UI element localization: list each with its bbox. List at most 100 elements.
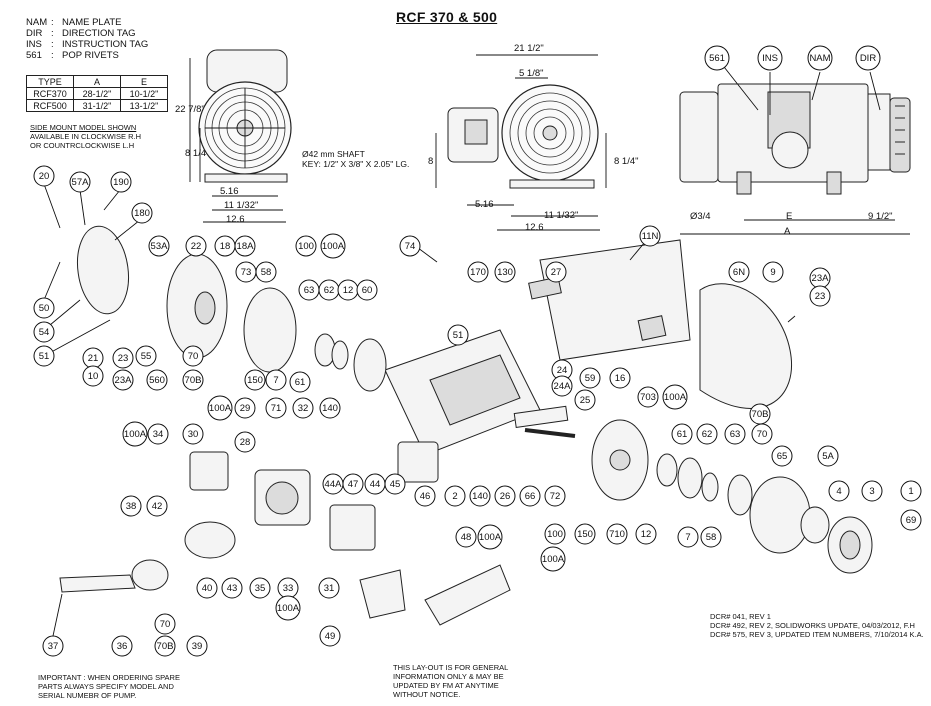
part-callout: 12 <box>337 279 359 301</box>
part-callout-label: 74 <box>405 241 416 252</box>
part-callout-label: 130 <box>497 267 513 278</box>
abbr-meaning: INSTRUCTION TAG <box>62 39 149 50</box>
part-callout: 25 <box>574 389 596 411</box>
part-callout-label: 46 <box>420 491 431 502</box>
layout-note: THIS LAY-OUT IS FOR GENERAL <box>393 663 509 672</box>
part-callout: 49 <box>319 625 341 647</box>
part-callout: 3 <box>861 480 883 502</box>
part-callout: 703 <box>637 386 659 408</box>
part-callout: 43 <box>221 577 243 599</box>
dim-e: E <box>786 211 793 222</box>
part-callout-label: 4 <box>836 486 841 497</box>
part-callout-label: 57A <box>72 177 90 188</box>
part-callout-label: 44 <box>370 479 381 490</box>
part-callout-label: 24A <box>554 381 572 392</box>
part-callout-label: 37 <box>48 641 59 652</box>
part-callout: 70 <box>154 613 176 635</box>
revision-note: DCR# 492, REV 2, SOLIDWORKS UPDATE, 04/0… <box>710 621 915 630</box>
part-callout-label: 27 <box>551 267 562 278</box>
part-callout-label: 69 <box>906 515 917 526</box>
part-callout: 20 <box>33 165 55 187</box>
dim-width-3b: 12.6 <box>525 222 544 233</box>
part-callout: 65 <box>771 445 793 467</box>
part-callout: 26 <box>494 485 516 507</box>
part-callout: 46 <box>414 485 436 507</box>
part-callout-label: 33 <box>283 583 294 594</box>
part-callout: 40 <box>196 577 218 599</box>
part-callout: 100A <box>122 421 148 447</box>
part-callout: 63 <box>298 279 320 301</box>
part-callout-label: 32 <box>298 403 309 414</box>
part-callout: 74 <box>399 235 421 257</box>
important-note: IMPORTANT : WHEN ORDERING SPARE <box>38 673 180 682</box>
part-callout-label: 34 <box>153 429 164 440</box>
part-callout: 58 <box>700 526 722 548</box>
part-callout: 61 <box>671 423 693 445</box>
table-cell: 31-1/2" <box>73 99 121 112</box>
type-dimension-table: TYPE A E RCF370 28-1/2" 10-1/2" RCF500 3… <box>26 75 168 112</box>
part-callout-label: 35 <box>255 583 266 594</box>
part-callout: 54 <box>33 321 55 343</box>
part-callout: 100A <box>662 384 688 410</box>
part-callout-label: 49 <box>325 631 336 642</box>
part-callout-label: 70B <box>157 641 174 652</box>
dim-right-height: 8 1/4" <box>614 156 639 167</box>
part-callout-label: 24 <box>557 365 568 376</box>
abbr-code: INS <box>26 39 42 50</box>
part-callout: 100 <box>544 523 566 545</box>
part-callout-label: 150 <box>247 375 263 386</box>
part-callout-label: 180 <box>134 208 150 219</box>
part-callout-label: 44A <box>325 479 343 490</box>
part-callout-label: 47 <box>348 479 359 490</box>
part-callout: 62 <box>696 423 718 445</box>
part-callout-label: 45 <box>390 479 401 490</box>
part-callout: 60 <box>356 279 378 301</box>
part-callout: 23A <box>112 369 134 391</box>
part-callout: 35 <box>249 577 271 599</box>
part-callout-label: 2 <box>452 491 457 502</box>
part-callout-label: 54 <box>39 327 50 338</box>
part-callout: 50 <box>33 297 55 319</box>
part-callout-label: 170 <box>470 267 486 278</box>
abbr-row: NAM <box>26 17 48 28</box>
part-callout: 73 <box>235 261 257 283</box>
side-view-callout: DIR <box>855 45 881 71</box>
part-callout-label: 58 <box>706 532 717 543</box>
part-callout-label: 36 <box>117 641 128 652</box>
part-callout: 70 <box>751 423 773 445</box>
part-callout: 560 <box>146 369 168 391</box>
dim-left-height: 8 <box>428 156 434 167</box>
abbr-sep: : <box>51 50 54 61</box>
part-callout-label: 100A <box>124 429 147 440</box>
part-callout-label: 31 <box>324 583 335 594</box>
part-callout-label: 70 <box>757 429 768 440</box>
side-view-callout-label: DIR <box>860 53 877 64</box>
part-callout: 24A <box>551 375 573 397</box>
part-callout: 100A <box>477 524 503 550</box>
part-callout: 100 <box>295 235 317 257</box>
part-callout-label: 63 <box>304 285 315 296</box>
part-callout: 61 <box>289 371 311 393</box>
part-callout-label: 100 <box>298 241 314 252</box>
side-mount-note: OR COUNTRCLOCKWISE L.H <box>30 141 135 150</box>
part-callout-label: 21 <box>88 353 99 364</box>
part-callout: 33 <box>277 577 299 599</box>
part-callout: 44 <box>364 473 386 495</box>
layout-note: WITHOUT NOTICE. <box>393 690 461 699</box>
layout-note: UPDATED BY FM AT ANYTIME <box>393 681 499 690</box>
front-view-drawing <box>189 49 292 223</box>
part-callout-label: 100A <box>664 392 687 403</box>
abbr-sep: : <box>51 39 54 50</box>
dim-width-1b: 5.16 <box>475 199 494 210</box>
part-callout: 38 <box>120 495 142 517</box>
part-callout: 53A <box>148 235 170 257</box>
dim-width-1: 5.16 <box>220 186 239 197</box>
part-callout-label: 5A <box>822 451 834 462</box>
part-callout: 18 <box>214 235 236 257</box>
part-callout: 180 <box>131 202 153 224</box>
part-callout: 7 <box>265 369 287 391</box>
part-callout: 140 <box>469 485 491 507</box>
part-callout-label: 60 <box>362 285 373 296</box>
part-callout: 21 <box>82 347 104 369</box>
